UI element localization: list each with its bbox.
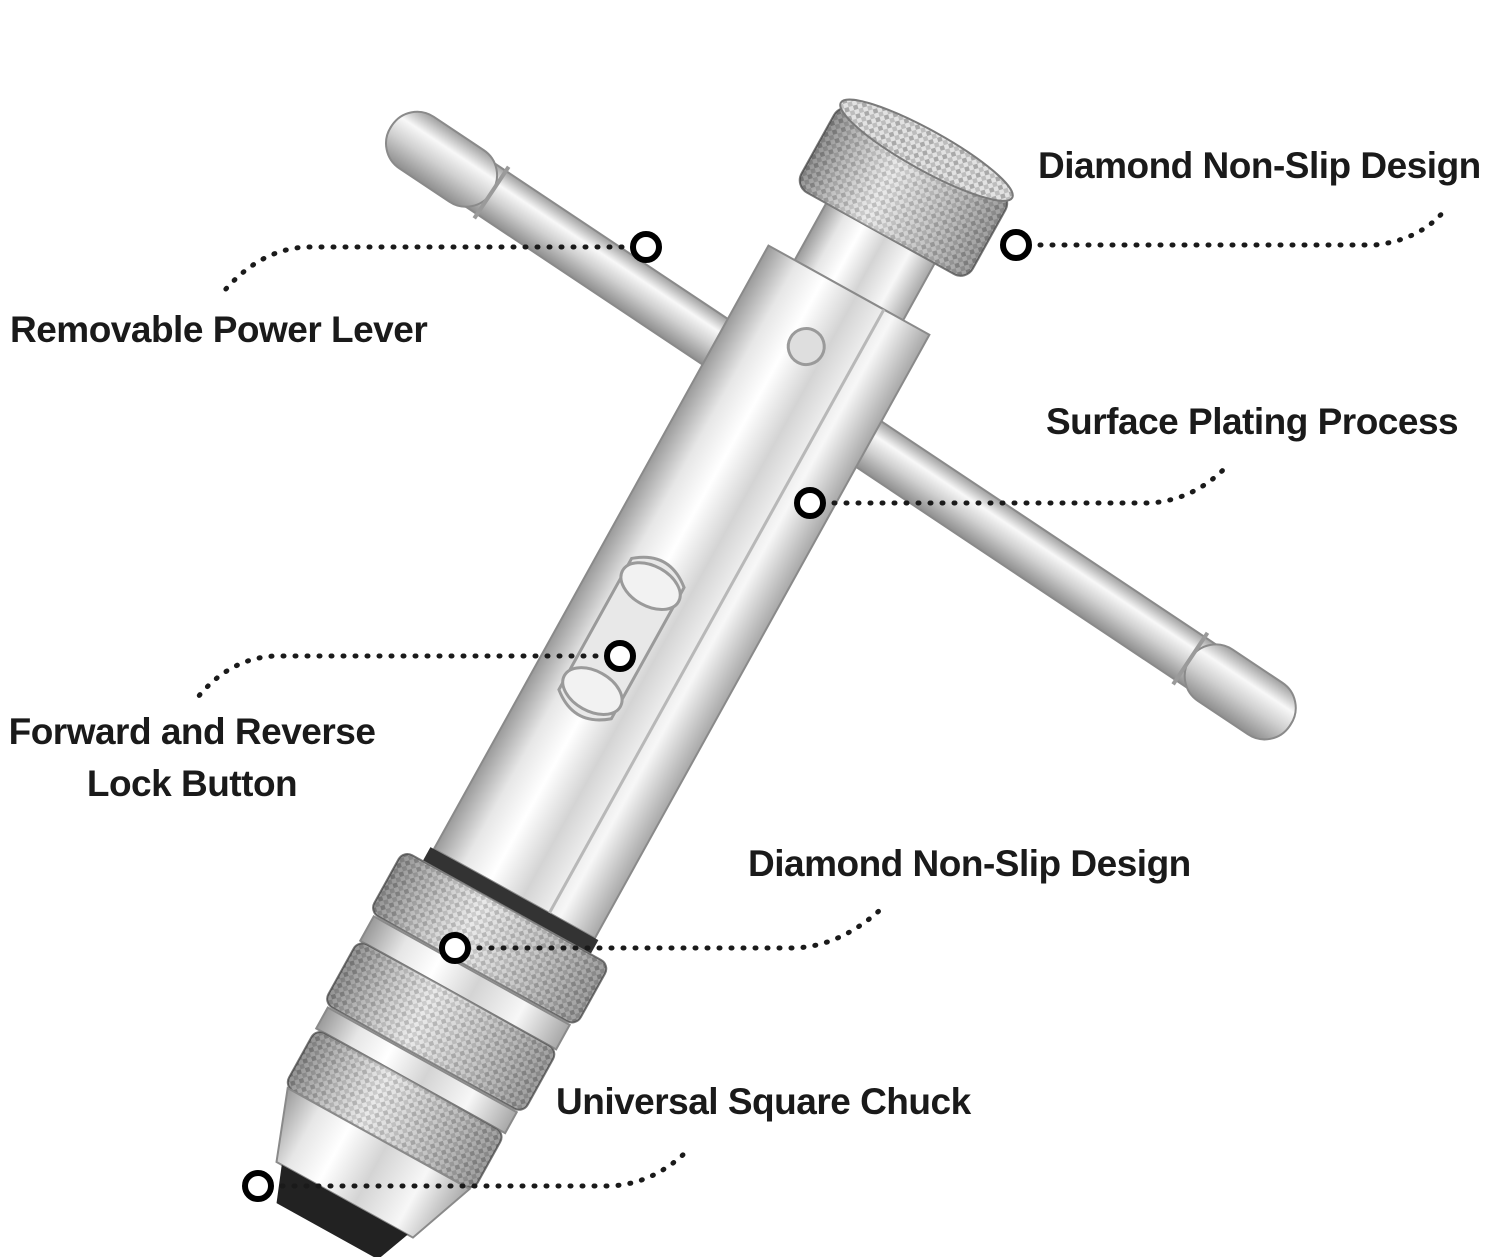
square-chuck bbox=[275, 1086, 472, 1257]
leader-power-lever bbox=[222, 244, 649, 293]
label-chuck: Universal Square Chuck bbox=[556, 1081, 971, 1122]
knurled-collar bbox=[286, 853, 608, 1189]
marker-lock-button bbox=[604, 640, 636, 672]
marker-chuck bbox=[242, 1170, 274, 1202]
marker-top-knob bbox=[1000, 229, 1032, 261]
label-lock-button: Forward and Reverse Lock Button bbox=[2, 706, 382, 810]
top-knurled-knob bbox=[798, 98, 1014, 277]
lock-button bbox=[557, 555, 686, 722]
leader-plating bbox=[807, 462, 1231, 506]
marker-plating bbox=[794, 487, 826, 519]
marker-collar bbox=[439, 932, 471, 964]
leader-top-knob bbox=[1013, 207, 1448, 248]
leader-collar bbox=[452, 907, 883, 951]
label-lock-button-line1: Forward and Reverse bbox=[8, 711, 376, 752]
label-lock-button-line2: Lock Button bbox=[86, 763, 298, 804]
label-top-knob: Diamond Non-Slip Design bbox=[1038, 145, 1481, 186]
label-power-lever: Removable Power Lever bbox=[10, 309, 428, 350]
wrench-body bbox=[275, 98, 1014, 1257]
leader-lock-button bbox=[195, 653, 623, 700]
label-plating: Surface Plating Process bbox=[1046, 401, 1459, 442]
marker-power-lever bbox=[630, 231, 662, 263]
leader-chuck bbox=[255, 1145, 693, 1189]
label-collar: Diamond Non-Slip Design bbox=[748, 843, 1191, 884]
